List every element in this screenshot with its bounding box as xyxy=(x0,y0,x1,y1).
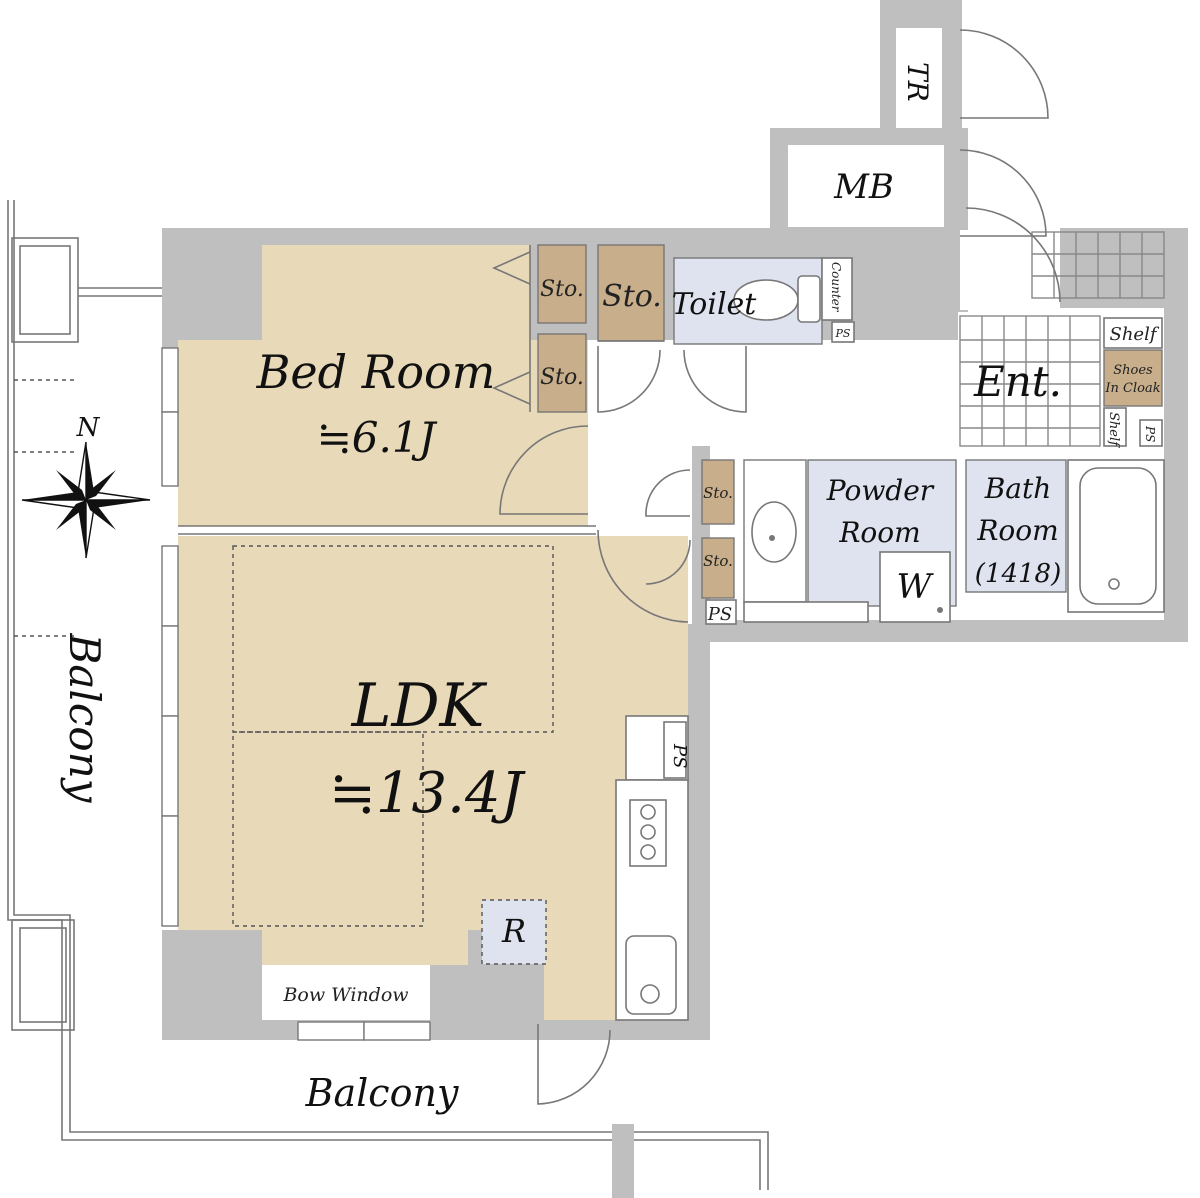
tr-closet xyxy=(896,28,942,128)
mb-closet xyxy=(788,145,944,227)
shoes-cloak-line2: In Cloak xyxy=(1104,381,1160,396)
entrance-ps-label: PS xyxy=(1143,425,1157,442)
sink-icon xyxy=(751,501,797,563)
storage-units xyxy=(492,244,1163,599)
bath-room-line2: Room xyxy=(976,514,1058,547)
mb-label: MB xyxy=(833,167,894,207)
storage-bed-lower xyxy=(537,333,587,413)
balcony-unit-bottom xyxy=(11,919,75,1031)
storage-powder-upper xyxy=(701,459,735,525)
storage-label-2: Sto. xyxy=(540,365,584,390)
powder-area xyxy=(705,459,957,625)
balcony-outline xyxy=(7,200,769,1198)
kitchen xyxy=(481,715,689,1021)
compass-rose-icon xyxy=(21,441,151,559)
toilet-room xyxy=(673,257,855,345)
bed-room-name: Bed Room xyxy=(256,345,496,399)
door-swing-icon xyxy=(499,29,1061,1105)
bath-room-size: (1418) xyxy=(975,559,1061,589)
storage-bed-upper xyxy=(537,244,587,324)
balcony-bottom-label: Balcony xyxy=(305,1071,459,1115)
interior-white xyxy=(262,28,1164,1020)
bed-room xyxy=(178,245,596,535)
storage-label-1: Sto. xyxy=(540,277,584,302)
balcony-side-label: Balcony xyxy=(60,633,109,804)
left-windows xyxy=(161,347,431,1041)
ldk-name: LDK xyxy=(351,671,488,741)
stove-icon xyxy=(629,799,667,867)
entrance-ps xyxy=(1139,419,1163,447)
tr-label: TR xyxy=(901,62,934,102)
compass-north-label: N xyxy=(76,413,101,443)
kitchen-ps-label: PS xyxy=(669,743,690,768)
storage-powder-lower xyxy=(701,537,735,599)
bow-window xyxy=(262,962,430,1020)
entrance-tiles xyxy=(959,231,1165,447)
powder-room-line2: Room xyxy=(838,516,920,549)
toilet-ps xyxy=(831,321,855,343)
shoes-cloak-line1: Shoes xyxy=(1113,363,1153,378)
toilet-label: Toilet xyxy=(672,287,758,322)
bath-room-line1: Bath xyxy=(984,472,1052,505)
shelf-lower-label: Shelf xyxy=(1106,412,1121,448)
shelf-upper-label: Shelf xyxy=(1110,324,1160,345)
powder-ps-label: PS xyxy=(707,604,732,625)
powder-room-line1: Powder xyxy=(826,474,935,507)
shelf-upper xyxy=(1103,317,1163,349)
balcony-divider-wall xyxy=(612,1124,634,1198)
storage-label-5: Sto. xyxy=(703,552,733,570)
entrance-label: Ent. xyxy=(973,357,1062,406)
toilet-ps-label: PS xyxy=(835,327,851,340)
bed-room-area: ≒6.1J xyxy=(317,413,438,462)
balcony-unit-top xyxy=(11,237,79,343)
bow-window-label: Bow Window xyxy=(282,984,408,1006)
powder-ps xyxy=(705,599,737,625)
shelf-lower xyxy=(1103,407,1127,447)
refrigerator-label: R xyxy=(501,912,526,950)
toilet-icon xyxy=(733,275,821,323)
bathtub-icon xyxy=(1079,467,1157,605)
storage-label-4: Sto. xyxy=(703,484,733,502)
counter-label: Counter xyxy=(829,262,843,313)
shoes-in-cloak xyxy=(1103,349,1163,407)
counter xyxy=(821,257,853,321)
kitchen-sink-icon xyxy=(625,935,677,1015)
storage-label-3: Sto. xyxy=(602,279,662,314)
bath-room xyxy=(965,459,1165,613)
refrigerator-space xyxy=(481,899,547,965)
ldk-area: ≒13.4J xyxy=(329,761,527,826)
ldk xyxy=(178,536,688,1020)
washer-label: W xyxy=(897,567,935,607)
entrance-shelves xyxy=(1103,317,1163,447)
